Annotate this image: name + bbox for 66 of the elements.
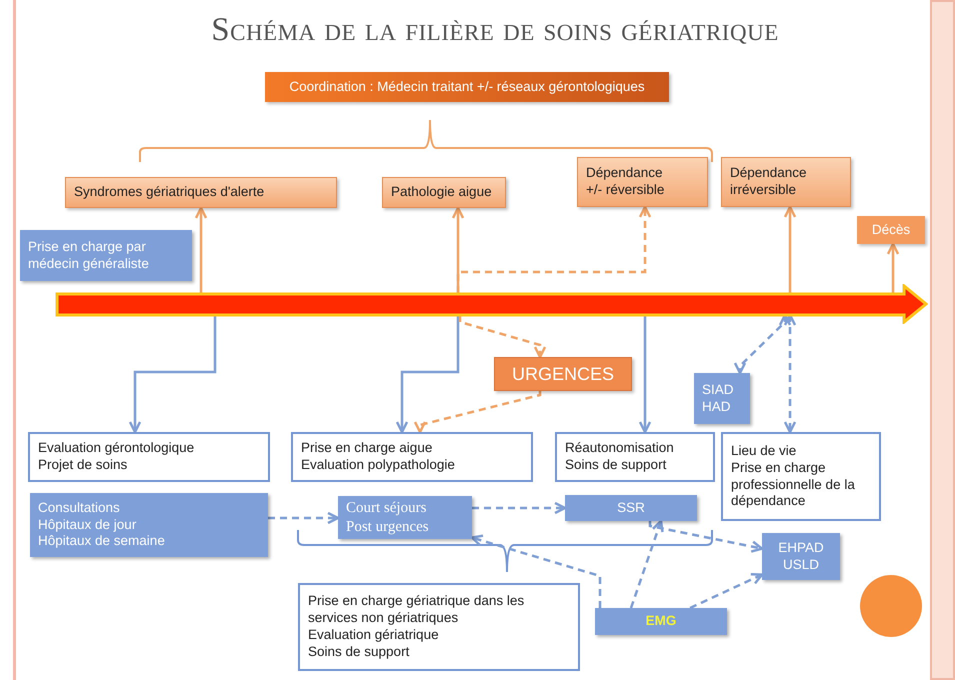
- box-text: Syndromes gériatriques d'alerte: [74, 184, 266, 201]
- box-text: Lieu de vie: [731, 442, 798, 460]
- box-text: Prise en charge gériatrique dans les services non gériatriques: [308, 593, 526, 627]
- arrow: [886, 242, 900, 293]
- box-text: Coordination : Médecin traitant +/- réseaux gérontologiques: [289, 78, 645, 96]
- arrow: [690, 573, 764, 610]
- box-text: Court séjours: [346, 498, 428, 518]
- box-text: EHPAD: [778, 540, 824, 556]
- box-text: USLD: [782, 556, 819, 574]
- box-text: SIAD: [702, 382, 735, 398]
- arrow: [194, 206, 208, 293]
- arrow: [472, 502, 566, 514]
- stage-box: [65, 177, 337, 208]
- box-text: Hôpitaux de semaine: [38, 533, 166, 550]
- box-text: HAD: [702, 398, 732, 416]
- title: Schéma de la filière de soins gériatrique: [210, 12, 780, 49]
- box-text: Prise en charge par médecin généraliste: [28, 238, 150, 272]
- box-text: Evaluation gériatrique: [308, 627, 440, 644]
- box-text: Pathologie aigue: [391, 184, 493, 201]
- arrow: [414, 391, 542, 434]
- arrow: [648, 521, 764, 553]
- box-text: Réautonomisation: [565, 440, 675, 457]
- box-text: SSR: [617, 500, 645, 516]
- stage-box: [721, 157, 851, 207]
- arrow: [456, 206, 652, 293]
- box-text: Hôpitaux de jour: [38, 516, 138, 534]
- box-text: Dépendance irréversible: [730, 165, 808, 199]
- care-setting-box: [565, 495, 697, 521]
- arrow: [638, 315, 652, 434]
- box-text: Soins de support: [308, 644, 410, 661]
- care-setting-box: [694, 373, 750, 424]
- box-text: EMG: [646, 613, 676, 630]
- outcome-box: [857, 216, 925, 244]
- care-description-box: [555, 432, 715, 482]
- box-text: Post urgences: [346, 518, 430, 536]
- care-setting-box: [30, 493, 268, 557]
- emergency-box: [494, 357, 632, 391]
- arrow: [128, 315, 216, 434]
- timeline-bar: [55, 284, 928, 324]
- box-text: Evaluation polypathologie: [301, 457, 456, 474]
- arrow: [396, 315, 460, 434]
- arrow: [630, 520, 664, 608]
- box-text: Consultations: [38, 500, 121, 517]
- box-text: Prise en charge aigue: [301, 440, 434, 457]
- arrow: [458, 315, 546, 358]
- coordination-banner: [265, 72, 669, 102]
- care-setting-box: [338, 496, 472, 539]
- box-text: URGENCES: [512, 362, 614, 386]
- box-text: Soins de support: [565, 457, 668, 474]
- arrow: [784, 206, 796, 293]
- care-setting-box: [595, 608, 727, 635]
- stage-box: [577, 157, 708, 207]
- care-setting-box: [20, 230, 192, 281]
- arrow: [470, 534, 602, 608]
- box-text: Evaluation gérontologique: [38, 440, 196, 457]
- box-text: Prise en charge professionnelle de la dépendance: [731, 460, 856, 510]
- box-text: Décès: [872, 222, 910, 238]
- arrow: [268, 512, 340, 524]
- care-description-box: [298, 583, 580, 671]
- care-description-box: [721, 432, 881, 521]
- box-text: Dépendance +/- réversible: [586, 165, 666, 199]
- care-setting-box: [762, 533, 840, 580]
- care-description-box: [291, 432, 533, 482]
- stage-box: [382, 177, 506, 208]
- box-text: Projet de soins: [38, 457, 128, 474]
- care-description-box: [28, 432, 270, 482]
